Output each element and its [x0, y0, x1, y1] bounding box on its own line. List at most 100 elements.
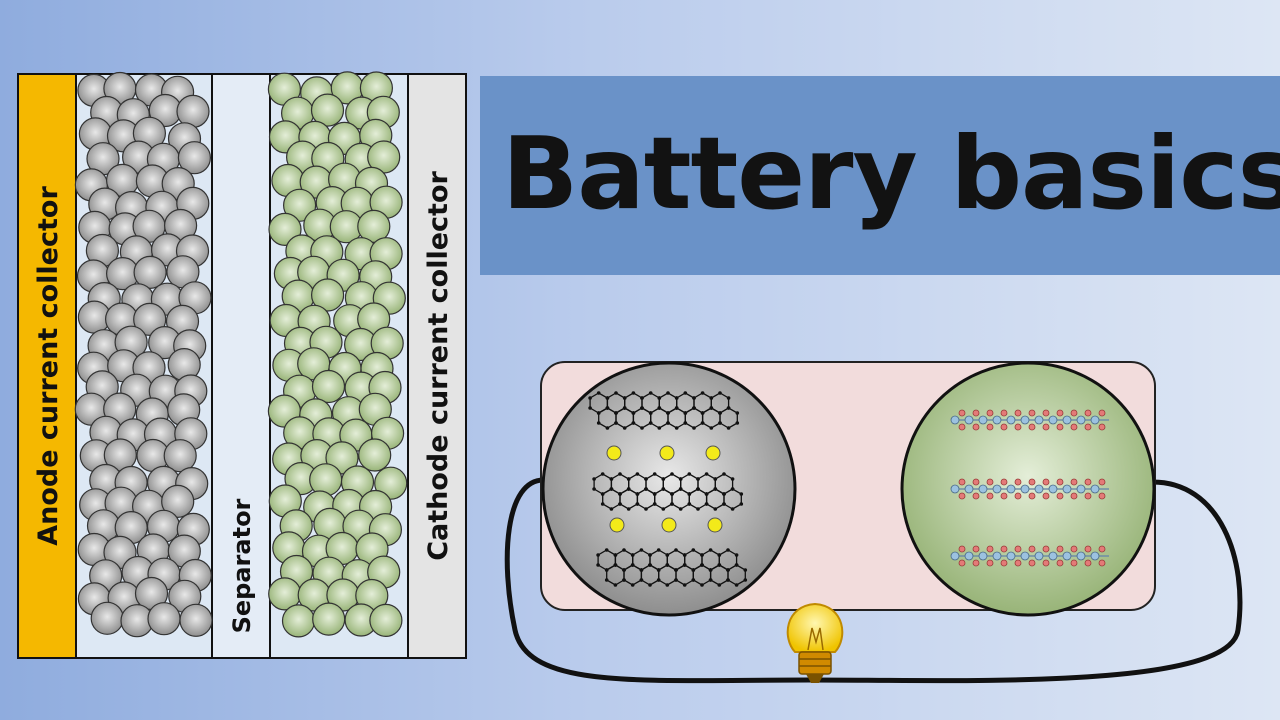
carbon-atom	[618, 492, 622, 496]
oxygen-atom	[986, 545, 994, 553]
metal-atom	[1062, 551, 1072, 561]
oxygen-atom	[972, 423, 980, 431]
carbon-atom	[640, 396, 644, 400]
carbon-atom	[656, 568, 661, 572]
oxygen-atom	[986, 559, 994, 567]
metal-atom	[1048, 551, 1058, 561]
metal-atom	[1034, 415, 1044, 425]
carbon-atom	[626, 487, 631, 491]
graphite-layer-icon	[588, 391, 748, 587]
oxygen-atom	[986, 492, 994, 500]
carbon-atom	[682, 583, 687, 587]
metal-atom	[1048, 484, 1058, 494]
carbon-atom	[640, 406, 644, 410]
carbon-atom	[665, 583, 670, 587]
carbon-atom	[648, 553, 652, 557]
carbon-atom	[691, 548, 696, 552]
anode-particle	[133, 255, 167, 289]
cathode-current-collector	[407, 73, 467, 659]
metal-atom	[992, 484, 1002, 494]
oxygen-atom	[1014, 478, 1022, 486]
carbon-atom	[631, 391, 636, 395]
lithium-ions	[606, 445, 723, 533]
carbon-atom	[713, 477, 718, 481]
carbon-atom	[626, 507, 631, 511]
oxygen-atom	[1056, 559, 1064, 567]
oxygen-atom	[1042, 492, 1050, 500]
external-wire	[504, 477, 1243, 684]
carbon-atom	[652, 502, 657, 506]
carbon-atom	[692, 426, 696, 430]
oxygen-atom	[1056, 423, 1064, 431]
oxygen-atom	[972, 478, 980, 486]
carbon-atom	[678, 477, 683, 481]
oxygen-atom	[1014, 545, 1022, 553]
oxygen-atom	[1098, 478, 1106, 486]
cathode-particle	[281, 604, 316, 638]
carbon-atom	[648, 391, 653, 395]
carbon-atom	[630, 583, 635, 587]
cathode-particle	[309, 463, 343, 497]
carbon-atom	[696, 507, 700, 511]
carbon-atom	[644, 507, 648, 511]
cathode-particle	[310, 93, 345, 127]
carbon-atom	[743, 568, 748, 572]
oxygen-atom	[958, 423, 966, 431]
carbon-atom	[739, 502, 744, 506]
carbon-atom	[635, 492, 640, 496]
carbon-atom	[708, 568, 713, 572]
carbon-atom	[613, 563, 618, 567]
oxygen-atom	[1056, 492, 1064, 500]
carbon-atom	[674, 578, 678, 582]
lithium-ion	[659, 445, 675, 461]
oxygen-atom	[1028, 492, 1036, 500]
carbon-atom	[622, 406, 627, 410]
metal-atom	[964, 484, 974, 494]
metal-atom	[1062, 484, 1072, 494]
cathode-particle	[358, 438, 392, 472]
carbon-atom	[708, 548, 713, 552]
carbon-atom	[708, 578, 713, 582]
oxygen-atom	[986, 409, 994, 417]
metal-atom	[1090, 484, 1100, 494]
oxygen-atom	[1084, 492, 1092, 500]
anode-zoom-circle	[541, 361, 797, 617]
oxygen-atom	[1070, 423, 1078, 431]
carbon-atom	[670, 502, 674, 506]
carbon-atom	[630, 553, 635, 557]
cathode-particles	[267, 71, 408, 638]
oxygen-atom	[1042, 478, 1050, 486]
carbon-atom	[600, 492, 605, 496]
carbon-atom	[726, 568, 730, 572]
carbon-atom	[709, 406, 714, 410]
carbon-atom	[713, 487, 718, 491]
carbon-atom	[700, 563, 704, 567]
carbon-atom	[609, 487, 614, 491]
carbon-atom	[730, 487, 735, 491]
oxygen-atom	[972, 409, 980, 417]
carbon-atom	[691, 578, 696, 582]
carbon-atom	[678, 507, 683, 511]
carbon-atom	[614, 391, 618, 395]
carbon-atom	[674, 548, 678, 552]
carbon-atom	[661, 477, 666, 481]
oxygen-atom	[1098, 409, 1106, 417]
metal-atom	[1076, 415, 1086, 425]
anode-particles	[74, 71, 213, 638]
oxygen-atom	[1000, 492, 1008, 500]
metal-atom	[1020, 415, 1030, 425]
anode-particle	[133, 302, 167, 336]
metal-atom	[1062, 415, 1072, 425]
carbon-atom	[639, 568, 644, 572]
carbon-atom	[600, 502, 605, 506]
carbon-atom	[661, 487, 666, 491]
lithium-ion	[606, 445, 622, 461]
lithium-ion	[609, 517, 625, 533]
lithium-ion	[707, 517, 723, 533]
oxygen-atom	[958, 545, 966, 553]
metal-atom	[964, 415, 974, 425]
oxygen-atom	[972, 545, 980, 553]
carbon-atom	[652, 472, 657, 476]
title-banner: Battery basics	[480, 76, 1280, 275]
carbon-atom	[640, 426, 644, 430]
